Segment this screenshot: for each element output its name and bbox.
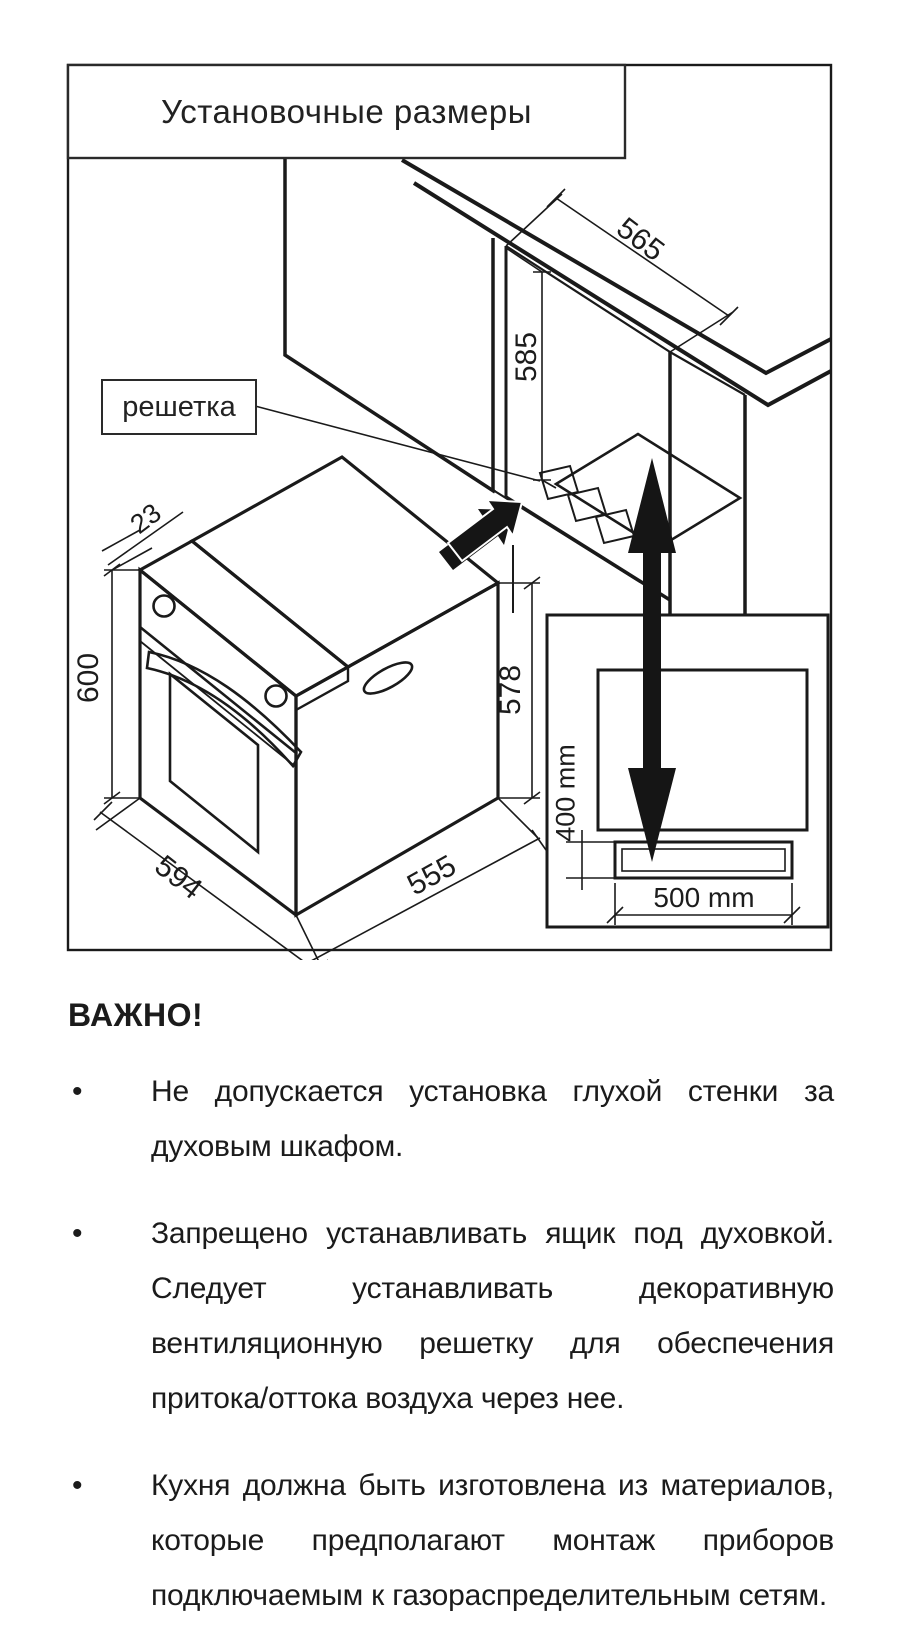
- bullet-icon: •: [72, 1075, 83, 1108]
- oven-dimension-lines: [93, 511, 547, 960]
- list-item: • Кухня должна быть изготовлена из матер…: [68, 1458, 834, 1623]
- bullet-icon: •: [72, 1469, 83, 1502]
- important-list: • Не допускается установка глухой стенки…: [68, 1064, 834, 1623]
- cabinet-drawing: [254, 158, 832, 615]
- oven-knob: [152, 594, 176, 618]
- dim-vent-clearance: 400 mm: [550, 744, 581, 842]
- oven-handle: [145, 650, 303, 769]
- oven-door-window: [168, 671, 260, 855]
- dim-oven-height: 600: [72, 652, 105, 704]
- insert-arrow-icon: [439, 498, 524, 570]
- bullet-text: Не допускается установка глухой стенки з…: [151, 1075, 834, 1163]
- important-section: ВАЖНО! • Не допускается установка глухой…: [68, 997, 834, 1652]
- dim-vent-width: 500 mm: [653, 882, 755, 913]
- bullet-text: Запрещено устанавливать ящик под духовко…: [151, 1217, 834, 1415]
- dim-body-height: 578: [494, 664, 527, 716]
- grille-leader-line: [254, 405, 541, 482]
- installation-diagram: [66, 63, 833, 960]
- list-item: • Не допускается установка глухой стенки…: [68, 1064, 834, 1174]
- diagram-frame: [66, 63, 833, 952]
- vent-slot: [613, 840, 794, 880]
- title-box-frame: [66, 63, 627, 160]
- bullet-text: Кухня должна быть изготовлена из материа…: [151, 1469, 834, 1612]
- important-heading: ВАЖНО!: [68, 997, 204, 1033]
- side-handle-recess: [362, 661, 414, 695]
- niche-dimension-lines: [505, 188, 739, 489]
- diagram-title: Установочные размеры: [161, 92, 532, 130]
- list-item: • Запрещено устанавливать ящик под духов…: [68, 1206, 834, 1426]
- bullet-icon: •: [72, 1217, 83, 1250]
- grille-callout-label: решетка: [101, 379, 257, 435]
- oven-drawing: [137, 455, 501, 919]
- dim-niche-depth: 585: [510, 331, 543, 383]
- vent-inset: [545, 613, 830, 929]
- clearance-arrow-icon: [628, 458, 676, 862]
- oven-knob: [264, 684, 288, 708]
